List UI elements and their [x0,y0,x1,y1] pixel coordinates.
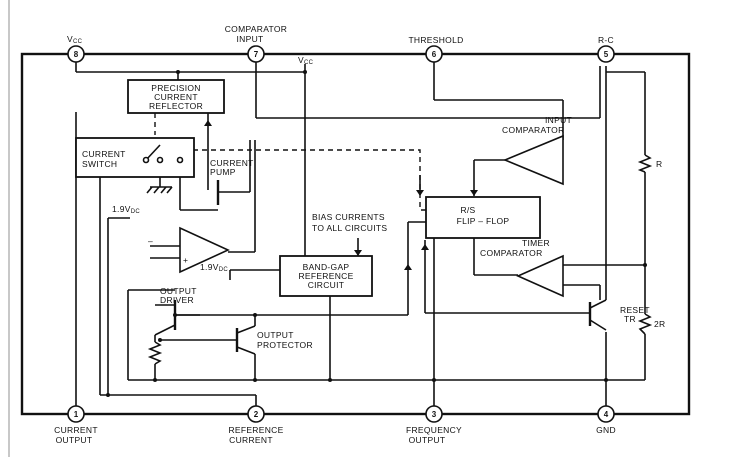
svg-text:1: 1 [74,410,79,419]
reflector-label-3: REFLECTOR [149,101,203,111]
voltage-1: 1.9VDC [112,204,140,215]
precision-current-reflector-block [127,79,225,114]
bias-label-1: BIAS CURRENTS [312,212,385,222]
input-comp-label-1: INPUT [545,115,572,125]
pin-1-label-1: CURRENT [54,425,98,435]
rs-flipflop-block [425,196,541,239]
pin-3-label-1: FREQUENCY [406,425,462,435]
switch-contact [145,144,161,161]
switch-node-a [142,156,150,164]
pin-8-label: VCC [67,34,83,45]
bandgap-reference-block [279,255,373,297]
protector-label-1: OUTPUT [257,330,294,340]
package-outline [20,52,691,416]
reflector-label-2: CURRENT [154,92,198,102]
pump-label-2: PUMP [210,167,236,177]
bias-label-2: TO ALL CIRCUITS [312,223,387,233]
pin-2-label-1: REFERENCE [228,425,283,435]
pin-8: 8 [67,45,85,63]
voltage-2: 1.9VDC [200,262,228,273]
svg-text:6: 6 [432,50,437,59]
timer-comp-label-2: COMPARATOR [480,248,543,258]
svg-text:5: 5 [604,50,609,59]
pin-7-label-2: INPUT [237,34,264,44]
pin-1-label-2: OUTPUT [56,435,93,445]
pin-6-label: THRESHOLD [408,35,463,45]
bandgap-label-1: BAND-GAP [303,262,350,272]
svg-text:7: 7 [254,50,259,59]
pin-3: 3 [425,405,443,423]
input-comparator [502,134,564,186]
svg-text:8: 8 [74,50,79,59]
flipflop-label-2: FLIP – FLOP [457,216,510,226]
switch-node-b [156,156,164,164]
timer-comp-label-1: TIMER [522,238,550,248]
pin-4: 4 [597,405,615,423]
reset-label-2: TR [624,314,636,324]
reflector-label-1: PRECISION [151,83,200,93]
opamp-plus: + [183,255,188,265]
vcc-internal-label: VCC [298,55,314,66]
driver-label-2: DRIVER [160,295,194,305]
pin-5: 5 [597,45,615,63]
bandgap-label-2: REFERENCE [298,271,353,281]
pump-label-1: CURRENT [210,158,254,168]
timer-comparator [516,254,564,298]
svg-text:4: 4 [604,410,609,419]
input-comp-label-2: COMPARATOR [502,125,565,135]
pin-7-label-1: COMPARATOR [225,24,288,34]
protector-label-2: PROTECTOR [257,340,313,350]
junctions [106,70,647,397]
driver-label-1: OUTPUT [160,286,197,296]
pin-5-label: R-C [598,35,614,45]
opamp-minus: – [148,236,153,246]
resistor-r-label: R [656,159,662,169]
pin-4-label: GND [596,425,616,435]
switch-label-1: CURRENT [82,149,126,159]
pin-6: 6 [425,45,443,63]
flipflop-label-1: R/S [460,205,475,215]
pin-3-label-2: OUTPUT [409,435,446,445]
opamp [179,226,230,274]
resistor-2r [637,313,653,335]
resistor-r [637,154,653,173]
switch-label-2: SWITCH [82,159,117,169]
svg-text:2: 2 [254,410,259,419]
pin-2-label-2: CURRENT [229,435,273,445]
pin-1: 1 [67,405,85,423]
reset-label-1: RESET [620,305,650,315]
pin-2: 2 [247,405,265,423]
pin-7: 7 [247,45,265,63]
current-switch-block [75,137,195,178]
wiring [75,62,646,408]
resistor-2r-label: 2R [654,319,665,329]
bandgap-label-3: CIRCUIT [308,280,345,290]
switch-node-c [176,156,184,164]
svg-text:3: 3 [432,410,437,419]
